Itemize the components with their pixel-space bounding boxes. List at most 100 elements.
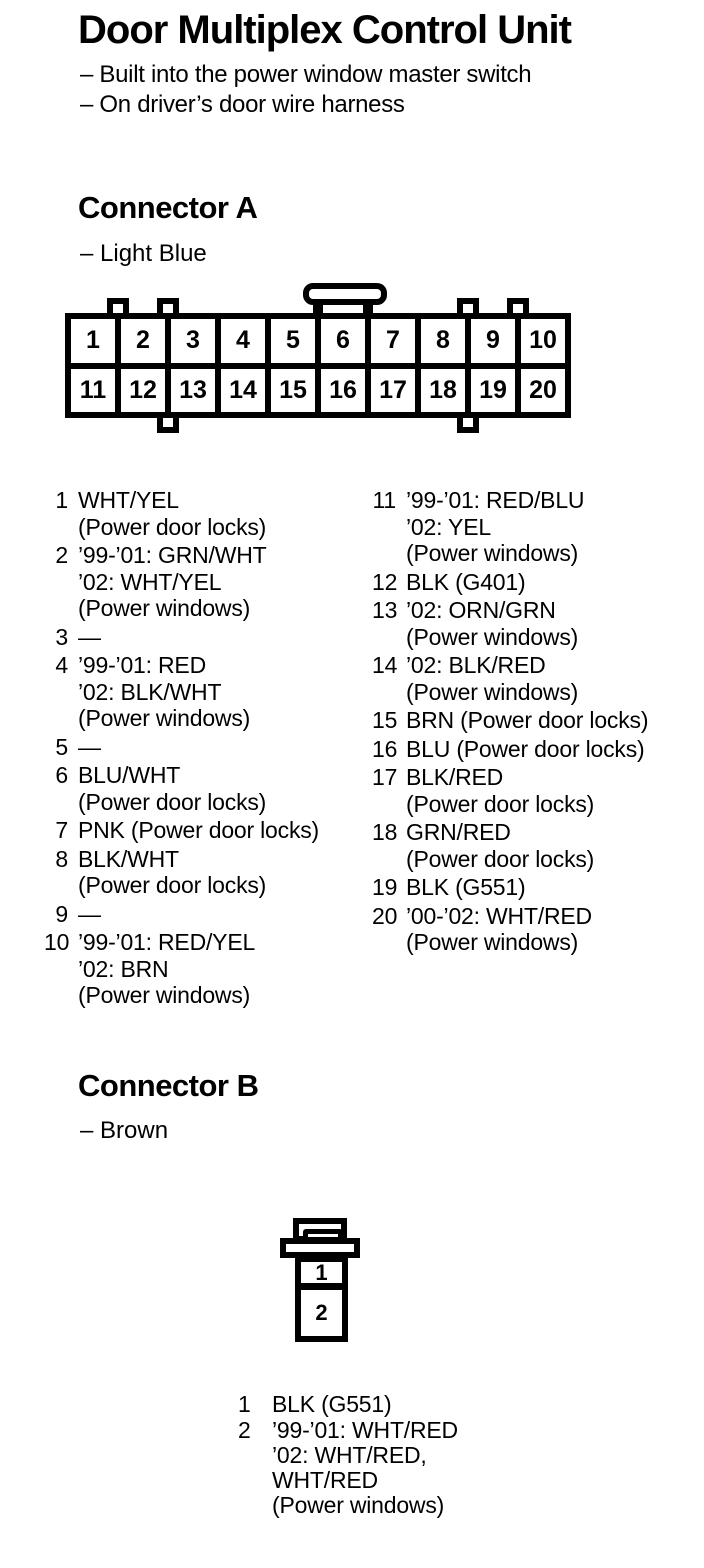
connector-a-pin-cell: 15 — [271, 368, 315, 412]
pin-wire-info: ’99-’01: WHT/RED’02: WHT/RED,WHT/RED(Pow… — [272, 1418, 458, 1518]
pin-entry: 9— — [44, 901, 354, 928]
pin-wire-line: ’02: WHT/RED, — [272, 1442, 427, 1468]
page-note-line: – Built into the power window master swi… — [80, 61, 532, 88]
pin-wire-line: (Power windows) — [406, 540, 579, 566]
pin-wire-line: BLK/RED — [406, 764, 504, 790]
pin-wire-info: ’00-’02: WHT/RED(Power windows) — [406, 903, 592, 956]
pin-wire-line: BLK (G401) — [406, 568, 526, 595]
pin-number: 16 — [372, 735, 398, 762]
pin-wire-info: ’99-’01: RED/YEL’02: BRN(Power windows) — [78, 929, 255, 1009]
pin-number: 11 — [372, 487, 397, 513]
connector-b-pin-cell: 1 — [301, 1262, 342, 1283]
pin-entry: 1 BLK (G551) — [238, 1392, 458, 1417]
pin-wire-line: BLK (G551) — [406, 874, 526, 900]
pin-wire-line: BLK (G551) — [272, 1391, 392, 1417]
pin-wire-line: ’02: BLK/RED — [406, 652, 546, 678]
pin-entry: 14 ’02: BLK/RED(Power windows) — [372, 652, 702, 705]
pin-number: 6 — [55, 762, 68, 788]
pin-wire-info: WHT/YEL(Power door locks) — [78, 487, 266, 540]
pin-wire-line: — — [78, 733, 101, 760]
pin-wire-info: GRN/RED(Power door locks) — [406, 819, 594, 872]
pin-wire-line: (Power windows) — [78, 595, 251, 621]
connector-a-pin-cell: 1 — [71, 319, 115, 363]
connector-a-pin-cell: 4 — [221, 319, 265, 363]
connector-a-pin-cell: 11 — [71, 368, 115, 412]
pin-number: 4 — [55, 652, 68, 678]
connector-b-flange — [280, 1238, 360, 1258]
pin-number: 2 — [238, 1417, 251, 1443]
pin-wire-line: (Power windows) — [406, 929, 579, 955]
pin-wire-line: WHT/YEL — [78, 487, 179, 513]
pin-wire-line: BLK/WHT — [78, 845, 179, 872]
connector-a-pin-cell: 14 — [221, 368, 265, 412]
pin-number: 8 — [55, 845, 68, 872]
pin-wire-line: BLU/WHT — [78, 762, 181, 788]
connector-a-pin-cell: 18 — [421, 368, 465, 412]
pin-wire-info: — — [78, 901, 101, 928]
connector-a-pin-cell: 9 — [471, 319, 515, 363]
pin-number: 13 — [372, 597, 398, 623]
pin-number: 1 — [55, 487, 68, 513]
connector-a-pin-cell: 5 — [271, 319, 315, 363]
pin-wire-line: (Power windows) — [406, 623, 579, 650]
pin-wire-info: ’02: BLK/RED(Power windows) — [406, 652, 578, 705]
pin-wire-line: — — [78, 623, 101, 650]
pin-wire-info: BLK (G551) — [406, 874, 526, 901]
pin-wire-line: ’02: BLK/WHT — [78, 678, 222, 705]
connector-a-pin-cell: 3 — [171, 319, 215, 363]
pin-entry: 2 ’99-’01: GRN/WHT’02: WHT/YEL(Power wind… — [44, 542, 354, 622]
connector-a-latch-leg — [313, 301, 323, 319]
pin-wire-line: ’99-’01: WHT/RED — [272, 1417, 458, 1443]
pin-wire-info: — — [78, 624, 101, 651]
pin-wire-info: ’99-’01: GRN/WHT’02: WHT/YEL(Power windo… — [78, 542, 267, 622]
pin-number: 7 — [55, 817, 68, 843]
pin-wire-line: (Power door locks) — [78, 872, 267, 898]
pin-number: 1 — [238, 1391, 251, 1417]
connector-b-color-note: – Brown — [80, 1117, 169, 1144]
pin-entry: 20 ’00-’02: WHT/RED(Power windows) — [372, 903, 702, 956]
pin-number: 10 — [44, 929, 70, 955]
pin-entry: 10 ’99-’01: RED/YEL’02: BRN(Power windows… — [44, 929, 354, 1009]
pin-number: 2 — [55, 542, 68, 568]
pin-number: 14 — [372, 652, 398, 678]
page-title: Door Multiplex Control Unit — [78, 8, 572, 52]
connector-a-pin-cell: 12 — [121, 368, 165, 412]
connector-a-latch-leg — [363, 301, 373, 319]
pin-wire-line: (Power windows) — [406, 678, 579, 705]
pin-entry: 7 PNK (Power door locks) — [44, 817, 354, 844]
page-notes: – Built into the power window master swi… — [80, 60, 532, 120]
pin-number: 15 — [372, 707, 398, 733]
pin-wire-line: (Power door locks) — [406, 790, 595, 817]
pin-wire-info: PNK (Power door locks) — [78, 817, 319, 844]
pin-entry: 11 ’99-’01: RED/BLU’02: YEL(Power windows… — [372, 487, 702, 567]
connector-a-pin-cell: 7 — [371, 319, 415, 363]
pin-entry: 4’99-’01: RED’02: BLK/WHT(Power windows) — [44, 652, 354, 732]
connector-a-pin-cell: 8 — [421, 319, 465, 363]
pin-wire-line: (Power door locks) — [78, 513, 267, 540]
pin-entry: 1 WHT/YEL(Power door locks) — [44, 487, 354, 540]
pin-wire-line: ’02: YEL — [406, 513, 491, 540]
pin-wire-info: ’02: ORN/GRN(Power windows) — [406, 597, 578, 650]
pin-entry: 6 BLU/WHT(Power door locks) — [44, 762, 354, 815]
pin-wire-info: BLU (Power door locks) — [406, 735, 645, 763]
pin-wire-line: ’99-’01: RED/YEL — [78, 929, 256, 955]
connector-a-pin-cell: 19 — [471, 368, 515, 412]
pin-wire-line: BLU (Power door locks) — [406, 735, 645, 762]
pin-number: 3 — [55, 623, 68, 650]
pin-wire-info: BLK (G551) — [272, 1391, 392, 1417]
pin-entry: 5— — [44, 734, 354, 761]
pin-wire-info: ’99-’01: RED/BLU’02: YEL(Power windows) — [406, 487, 585, 567]
pin-wire-line: ’99-’01: GRN/WHT — [78, 542, 267, 568]
connector-b-heading: Connector B — [78, 1068, 259, 1103]
pin-wire-info: BLU/WHT(Power door locks) — [78, 762, 266, 815]
connector-a-heading: Connector A — [78, 190, 258, 225]
pin-wire-line: ’02: ORN/GRN — [406, 597, 556, 623]
pin-number: 20 — [372, 902, 398, 929]
